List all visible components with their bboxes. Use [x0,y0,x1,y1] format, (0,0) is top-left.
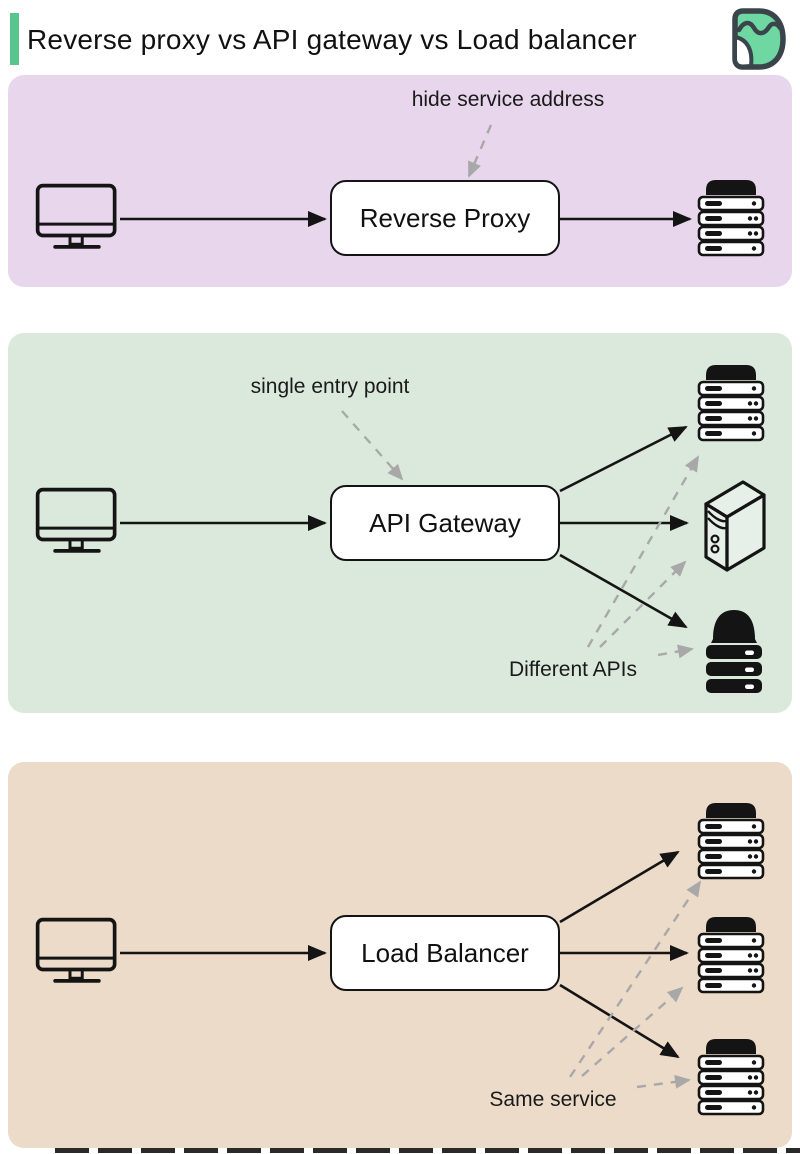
tower-server-icon [696,475,772,575]
dashed-arrow-service-to-server-1 [569,880,702,1078]
api-gateway-node-label: API Gateway [369,507,521,538]
arrow-gateway-to-server-rack [559,425,688,493]
arrow-balancer-to-server-1 [559,850,680,924]
load-balancer-node-label: Load Balancer [361,937,529,968]
annotation-single-entry-point: single entry point [250,375,410,398]
server-rack-icon [695,177,767,257]
dashed-arrow-apis-to-server-rack [586,455,700,648]
server-rack-icon [695,800,767,880]
reverse-proxy-node-label: Reverse Proxy [359,202,531,233]
title-accent-bar [10,13,19,65]
panel-api-gateway: single entry point API Gateway Different… [8,333,792,713]
computer-icon [35,486,119,558]
server-rack-icon [695,362,767,442]
page-title: Reverse proxy vs API gateway vs Load bal… [27,24,637,55]
annotation-hide-service-address: hide service address [411,88,605,111]
load-balancer-node: Load Balancer [330,915,560,991]
panel-reverse-proxy: hide service address Reverse Proxy [8,75,792,287]
server-rack-icon [695,914,767,994]
label-same-service: Same service [489,1088,617,1111]
arrow-gateway-to-storage-stack [559,553,688,629]
storage-stack-icon [700,603,768,695]
dashed-arrow-annotation-to-gateway [341,410,404,481]
server-rack-icon [695,1036,767,1116]
arrow-balancer-to-server-3 [559,983,680,1059]
dashed-arrow-service-to-server-2 [581,986,684,1077]
reverse-proxy-arrows [120,124,692,227]
api-gateway-node: API Gateway [330,485,560,561]
dashed-arrow-annotation-to-proxy [467,124,493,178]
api-gateway-arrows [120,410,700,659]
panel-load-balancer: Load Balancer Same service [8,762,792,1148]
computer-icon [35,182,119,254]
computer-icon [35,916,119,988]
label-different-apis: Different APIs [508,658,637,681]
load-balancer-arrows [120,850,702,1089]
cutoff-dashed-strip [55,1148,800,1153]
dashed-arrow-service-to-server-3 [636,1074,691,1089]
bytebytego-logo-icon [727,7,789,71]
dashed-arrow-apis-to-storage-stack [657,644,694,659]
reverse-proxy-node: Reverse Proxy [330,180,560,256]
dashed-arrow-apis-to-tower-server [599,560,687,648]
